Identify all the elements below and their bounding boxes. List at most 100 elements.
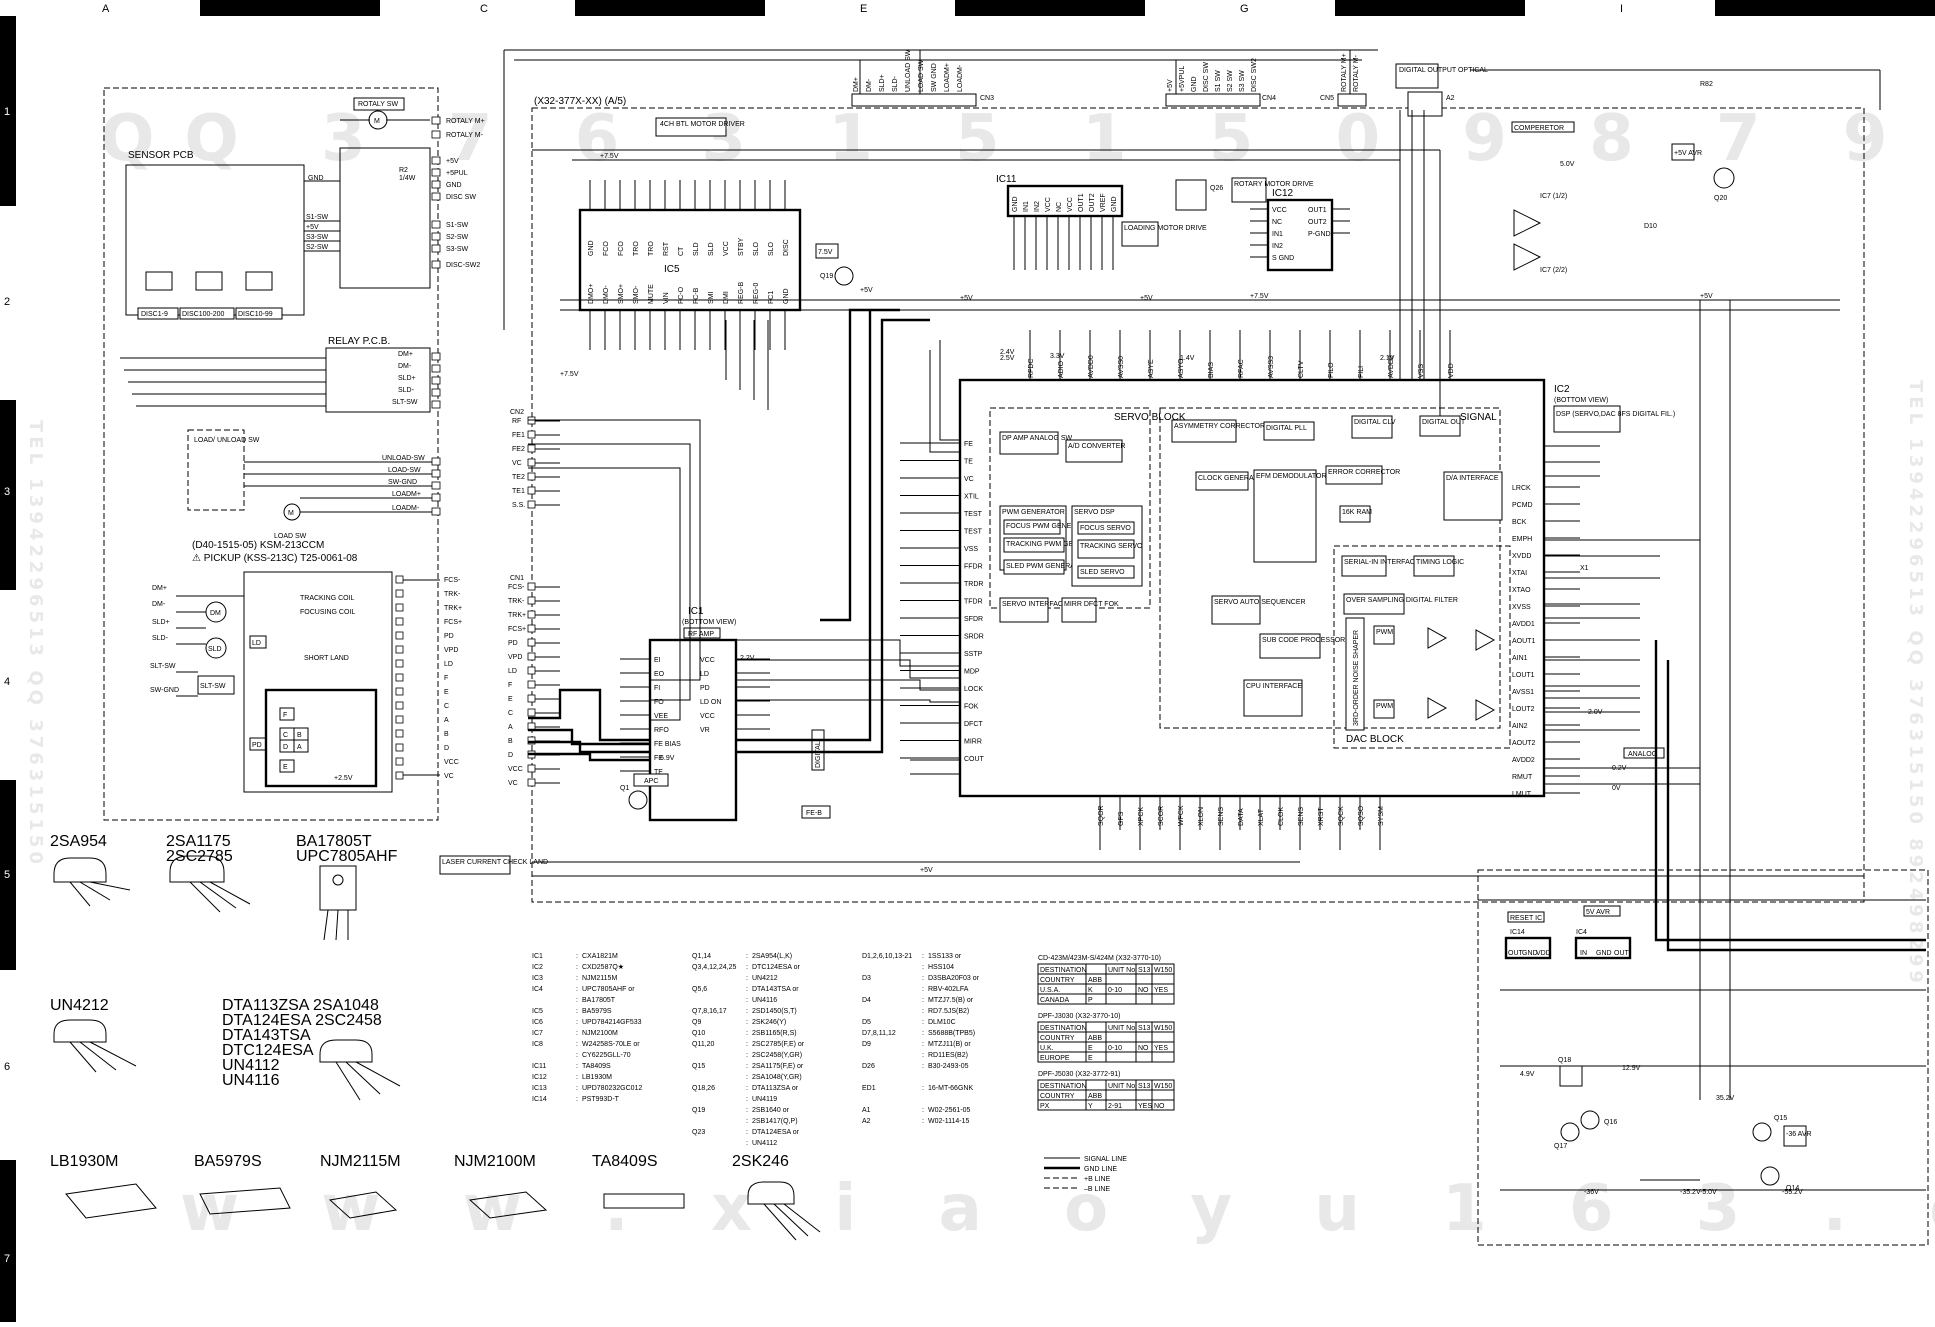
parts-value: UPD780232GC012 [582, 1085, 642, 1092]
ic1-pin: FE [654, 755, 663, 762]
parts-value: DTA143TSA or [752, 986, 799, 993]
parts-value: LB1930M [582, 1074, 612, 1081]
parts-value: DTA113ZSA or [752, 1085, 799, 1092]
ic2-right-pin: LOUT1 [1512, 672, 1535, 679]
package-name: UPC7805AHF [296, 848, 398, 865]
parts-value: 2SK246(Y) [752, 1019, 786, 1026]
svg-text:D: D [283, 744, 288, 751]
ic12-pin: NC [1272, 219, 1282, 226]
cn2-pin: RF [512, 418, 521, 425]
parts-colon: : [576, 1052, 578, 1059]
dest-table-cell: 0-10 [1108, 987, 1122, 994]
dest-table-cell: S13 [1138, 1083, 1151, 1090]
ic1-label: IC1 [688, 606, 704, 617]
ic11-label: IC11 [996, 174, 1017, 185]
ic2-right-pin: LRCK [1512, 485, 1531, 492]
parts-value: CY6225GLL-70 [582, 1052, 631, 1059]
ic2-left-pin: TFDR [964, 599, 983, 606]
voltage-label: 2.2V [740, 655, 755, 662]
cn5-connector: CN5 ROTALY M+ ROTALY M- [1320, 53, 1367, 107]
pickup-wire: SLD+ [152, 619, 170, 626]
parts-value: HSS104 [928, 964, 954, 971]
cn1-pin: F [508, 682, 512, 689]
pkg-ta8409-body [603, 1193, 685, 1209]
parts-ref: Q11,20 [692, 1041, 715, 1048]
ic1-pin: PD [700, 685, 710, 692]
focusing-coil-label: FOCUSING COIL [300, 609, 355, 616]
pkg-njm2115-body [328, 1191, 398, 1219]
ic2-bot-pin: XPCK [1138, 807, 1145, 826]
q19-label: Q19 [820, 273, 833, 280]
parts-list-col2: Q1,14:2SA954(L,K)Q3,4,12,24,25:DTC124ESA… [692, 953, 805, 1147]
parts-colon: : [746, 1107, 748, 1114]
ic12-pin: OUT2 [1308, 219, 1327, 226]
a2-label: A2 [1446, 95, 1455, 102]
voltage-label: +7.5V [1250, 293, 1269, 300]
voltage-label: +5V [1140, 295, 1153, 302]
parts-colon: : [576, 964, 578, 971]
parts-value: UN4212 [752, 975, 778, 982]
dm-label: DM [210, 610, 221, 617]
dac-block-label: DAC BLOCK [1346, 734, 1404, 745]
watermark-line2: w w w . x i a o y u 1 6 3 . c o m [180, 1172, 1935, 1246]
left-panel-frame [103, 87, 439, 821]
parts-colon: : [746, 1052, 748, 1059]
ic2-block-label: ASYMMETRY CORRECTOR [1174, 423, 1265, 430]
parts-colon: : [922, 1118, 924, 1125]
ic2-right-pin: XVDD [1512, 553, 1531, 560]
cn2-label: CN2 [510, 409, 524, 416]
svg-text:7.5V: 7.5V [818, 249, 833, 256]
ic5-top-pin: TRO [633, 241, 640, 256]
parts-colon: : [576, 975, 578, 982]
parts-ref: Q10 [692, 1030, 705, 1037]
ic2-left-pin: SSTP [964, 651, 983, 658]
ic1-pin: VCC [700, 713, 715, 720]
parts-ref: D9 [862, 1041, 871, 1048]
ic7b-opamp [1513, 243, 1542, 271]
ic7-comparator: COMPERETOR IC7 (1/2) IC7 (2/2) Q20 +5V A… [1511, 81, 1735, 274]
ic11-pin: NC [1056, 202, 1063, 212]
parts-colon: : [576, 1096, 578, 1103]
ic2-dsp: IC2 (BOTTOM VIEW) DSP (SERVO,DAC 8FS DIG… [900, 330, 1675, 830]
watermark-side-left: TEL 13942296513 QQ 376315150 [25, 420, 46, 868]
package-name: NJM2115M [320, 1153, 401, 1170]
col-b: B [290, 3, 297, 15]
cn5-label: CN5 [1320, 95, 1334, 102]
parts-colon: : [576, 1085, 578, 1092]
ic2-top-pin: FILO [1328, 362, 1335, 378]
parts-colon: : [576, 1041, 578, 1048]
cn1-pin: TRK+ [508, 612, 526, 619]
apc-label: APC [644, 778, 658, 785]
package-name: BA5979S [194, 1153, 262, 1170]
dest-table-cell: CANADA [1040, 997, 1070, 1004]
parts-value: W24258S-70LE or [582, 1041, 640, 1048]
ic2-left-pin: XTIL [964, 494, 979, 501]
dest-table-cell: 0-10 [1108, 1045, 1122, 1052]
package-name: DTA143TSA [222, 1027, 311, 1044]
ic5-top-pin: TRO [648, 241, 655, 256]
pkg-2sa954-body [53, 857, 107, 883]
parts-value: DTC124ESA or [752, 964, 801, 971]
ic2-internal-block [1345, 617, 1365, 731]
ic14-label: IC14 [1510, 929, 1525, 936]
ic2-right-pin: BCK [1512, 519, 1527, 526]
parts-value: MTZJ7.5(B) or [928, 997, 974, 1004]
voltage-label: 2.0V [1588, 709, 1603, 716]
ic2-block-label: DP AMP ANALOG SW [1002, 435, 1073, 442]
ic2-label: IC2 [1554, 384, 1570, 395]
sensor-pin: DISC SW [446, 194, 476, 201]
relay-pin2: LOADM+ [392, 491, 421, 498]
row-1: 1 [4, 106, 10, 118]
ic2-block-label: SLED SERVO [1080, 569, 1125, 576]
parts-ref: IC1 [532, 953, 543, 960]
dest-table-cell: EUROPE [1040, 1055, 1070, 1062]
ic5-bot-pin: SMO- [633, 285, 640, 304]
cn2-pin: TE1 [512, 488, 525, 495]
fe-b-label: FE-B [806, 810, 822, 817]
ic2-top-pin: AVDD3 [1388, 355, 1395, 378]
ic2-top-pin: RFAC [1238, 359, 1245, 378]
ic1-pin: FI [654, 685, 660, 692]
pickup-pin: A [444, 717, 449, 724]
ic1-pin: TE [654, 769, 663, 776]
